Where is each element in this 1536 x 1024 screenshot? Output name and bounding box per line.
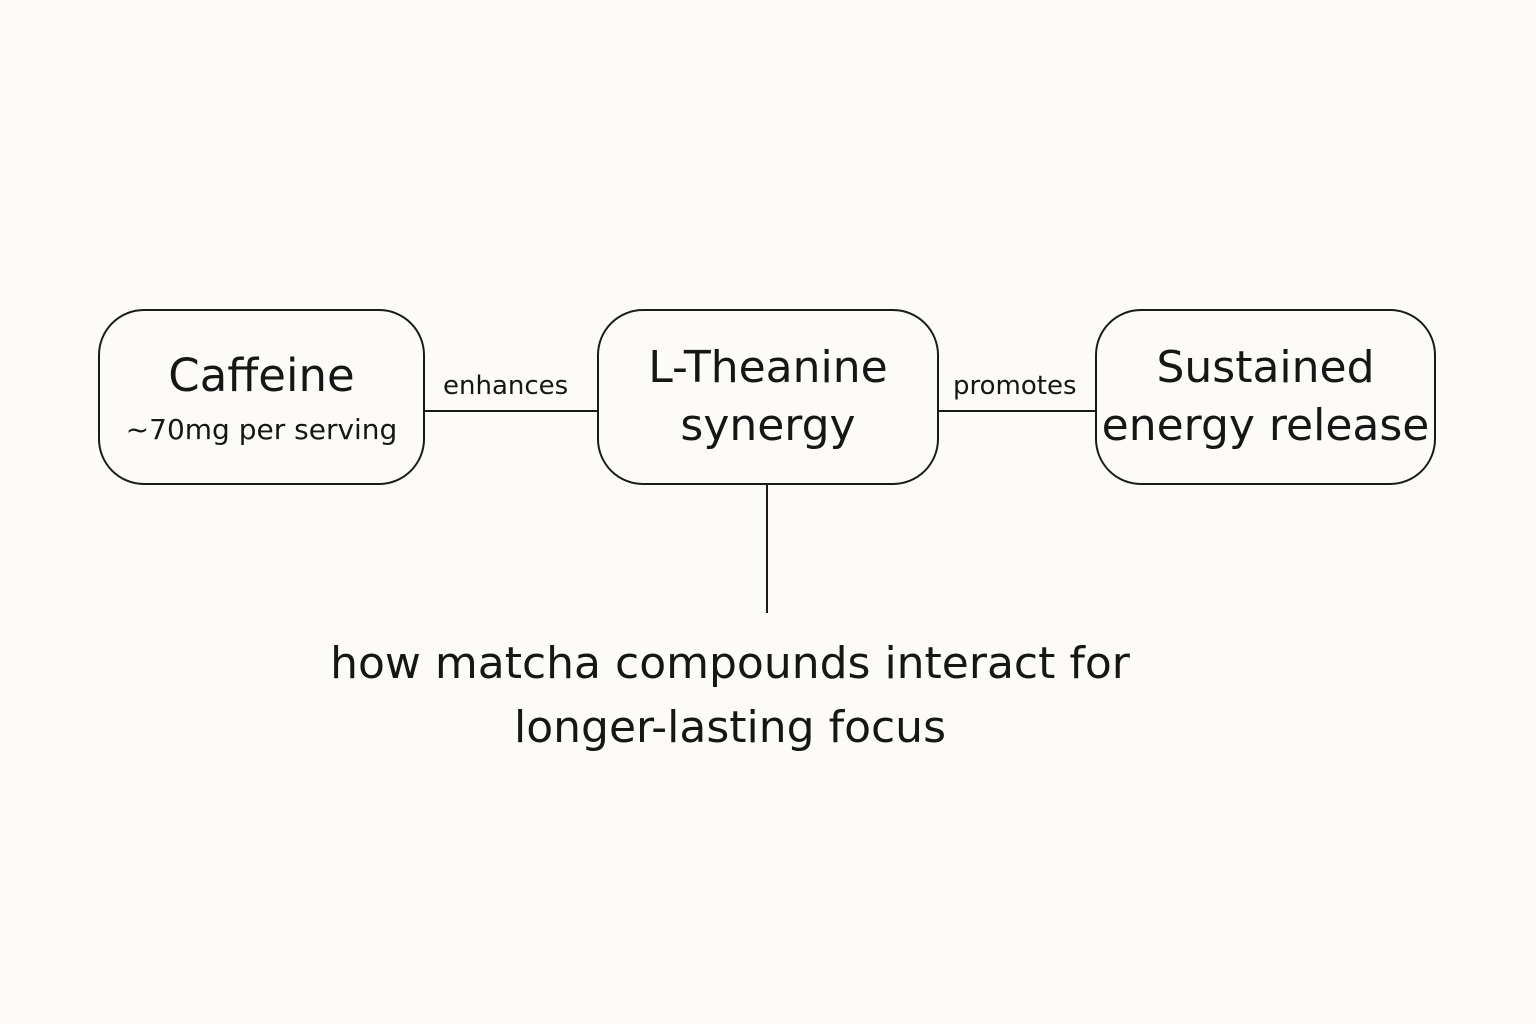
edge-theanine-to-energy — [939, 410, 1095, 412]
edge-caffeine-to-theanine — [425, 410, 597, 412]
node-theanine-line2: synergy — [680, 400, 856, 451]
node-energy: Sustained energy release — [1095, 309, 1436, 485]
node-caffeine-title: Caffeine — [168, 349, 355, 402]
caption-line2: longer-lasting focus — [514, 702, 946, 753]
node-theanine: L-Theanine synergy — [597, 309, 939, 485]
node-energy-line2: energy release — [1101, 400, 1430, 451]
edge-label-enhances: enhances — [441, 370, 571, 402]
edge-label-promotes: promotes — [951, 370, 1079, 402]
diagram-caption: how matcha compounds interact for longer… — [230, 632, 1230, 760]
edge-theanine-to-caption — [766, 485, 768, 613]
node-caffeine-subtitle: ~70mg per serving — [125, 413, 398, 446]
node-energy-line1: Sustained — [1156, 342, 1375, 393]
node-theanine-line1: L-Theanine — [648, 342, 888, 393]
node-caffeine: Caffeine ~70mg per serving — [98, 309, 425, 485]
caption-line1: how matcha compounds interact for — [330, 638, 1130, 689]
